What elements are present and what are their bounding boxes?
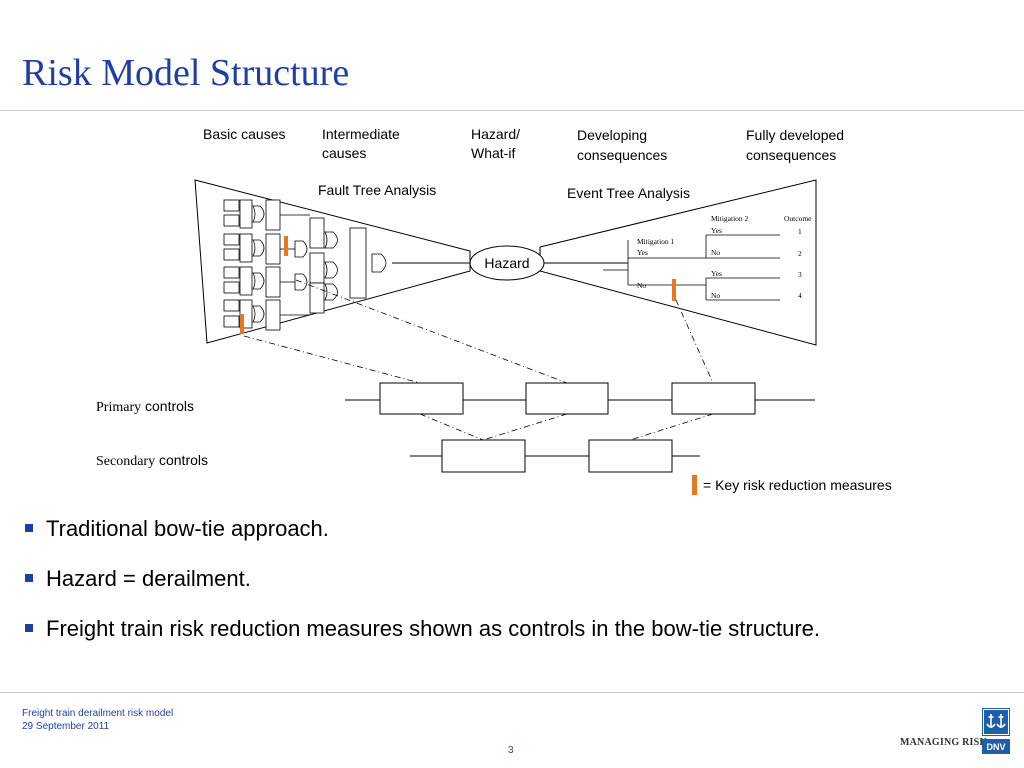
- key-measure-marker: [284, 236, 288, 256]
- cause-box: [239, 199, 253, 229]
- bullet-item: Traditional bow-tie approach.: [24, 516, 820, 542]
- footer-line1: Freight train derailment risk model: [22, 708, 174, 719]
- header-developing-line2: consequences: [577, 147, 667, 163]
- basic-event-box: [223, 281, 240, 294]
- managing-risk-tagline: MANAGING RISK: [900, 737, 988, 748]
- title-divider: [0, 110, 1024, 111]
- intermediate-box: [309, 217, 325, 249]
- square-bullet-icon: [25, 624, 33, 632]
- bullet-item: Freight train risk reduction measures sh…: [24, 616, 820, 642]
- dnv-logo-text: DNV: [986, 742, 1005, 752]
- hazard-node: [469, 245, 545, 281]
- header-intermediate-line2: causes: [322, 145, 366, 161]
- secondary-controls-label: Secondary controls: [96, 452, 208, 469]
- footer-divider: [0, 692, 1024, 693]
- intermediate-box: [309, 252, 325, 284]
- fault-tree-gates: [223, 199, 387, 331]
- branch-no: No: [711, 248, 720, 257]
- bullet-item: Hazard = derailment.: [24, 566, 820, 592]
- bullet-text: Hazard = derailment.: [46, 566, 251, 591]
- branch-yes: Yes: [637, 248, 648, 257]
- event-tree: Mitigation 2 Outcome Mitigation 1 Yes Ye…: [603, 214, 812, 301]
- bow-tie-diagram: Basic causes Intermediate causes Hazard/…: [96, 126, 892, 495]
- or-gate: [324, 261, 338, 279]
- square-bullet-icon: [25, 574, 33, 582]
- top-gate: [371, 253, 387, 273]
- bullet-text: Freight train risk reduction measures sh…: [46, 616, 820, 641]
- control-mapping-lines: [243, 279, 714, 441]
- primary-control-box: [671, 382, 756, 415]
- or-gate: [324, 283, 338, 301]
- or-gate: [252, 239, 265, 257]
- branch-yes: Yes: [711, 226, 722, 235]
- cause-box: [239, 266, 253, 296]
- secondary-control-box: [441, 439, 526, 473]
- basic-event-box: [223, 233, 240, 246]
- event-tree-label: Event Tree Analysis: [567, 185, 690, 201]
- intermediate-box: [265, 199, 281, 231]
- header-fully-developed-line2: consequences: [746, 147, 836, 163]
- or-gate: [252, 305, 265, 323]
- key-measure-marker: [672, 279, 676, 301]
- footer-text: Freight train derailment risk model 29 S…: [22, 707, 173, 733]
- intermediate-box: [265, 266, 281, 298]
- primary-control-box: [525, 382, 609, 415]
- or-gate: [252, 205, 265, 223]
- header-hazard-line1: Hazard/: [471, 126, 520, 142]
- slide-title: Risk Model Structure: [22, 52, 350, 94]
- basic-event-box: [223, 248, 240, 261]
- event-tree-header-mitigation1: Mitigation 1: [637, 237, 675, 246]
- or-gate: [324, 231, 338, 249]
- outcome-number: 3: [798, 270, 802, 279]
- dnv-logo-icon: DNV: [982, 708, 1010, 754]
- and-gate: [294, 240, 308, 258]
- outcome-number: 4: [798, 291, 802, 300]
- or-gate: [252, 272, 265, 290]
- event-tree-header-outcome: Outcome: [784, 214, 812, 223]
- basic-event-box: [223, 266, 240, 279]
- secondary-control-box: [588, 439, 673, 473]
- header-intermediate-line1: Intermediate: [322, 126, 400, 142]
- bullet-list: Traditional bow-tie approach. Hazard = d…: [24, 516, 820, 666]
- header-hazard-line2: What-if: [471, 145, 515, 161]
- cause-box: [239, 233, 253, 263]
- primary-controls-label: Primary controls: [96, 398, 194, 415]
- key-measure-marker: [240, 314, 244, 334]
- intermediate-box: [309, 282, 325, 314]
- header-developing-line1: Developing: [577, 127, 647, 143]
- bullet-text: Traditional bow-tie approach.: [46, 516, 329, 541]
- primary-control-box: [379, 382, 464, 415]
- outcome-number: 2: [798, 249, 802, 258]
- branch-yes: Yes: [711, 269, 722, 278]
- outcome-number: 1: [798, 227, 802, 236]
- intermediate-box: [265, 299, 281, 331]
- basic-event-box: [223, 214, 240, 227]
- square-bullet-icon: [25, 524, 33, 532]
- header-fully-developed-line1: Fully developed: [746, 127, 844, 143]
- basic-event-box: [223, 199, 240, 212]
- top-cause-box: [349, 227, 367, 299]
- branch-no: No: [637, 281, 646, 290]
- fault-tree-label: Fault Tree Analysis: [318, 182, 436, 198]
- footer-line2: 29 September 2011: [22, 721, 110, 732]
- header-basic-causes: Basic causes: [203, 126, 285, 142]
- basic-event-box: [223, 299, 240, 312]
- page-number: 3: [508, 745, 514, 756]
- event-tree-header-mitigation2: Mitigation 2: [711, 214, 749, 223]
- legend-key-measure-label: = Key risk reduction measures: [703, 477, 892, 493]
- branch-no: No: [711, 291, 720, 300]
- fault-tree-wedge: [194, 179, 471, 344]
- intermediate-box: [265, 233, 281, 265]
- hazard-label: Hazard: [484, 255, 529, 271]
- legend-key-measure-swatch: [692, 475, 697, 495]
- basic-event-box: [223, 315, 240, 328]
